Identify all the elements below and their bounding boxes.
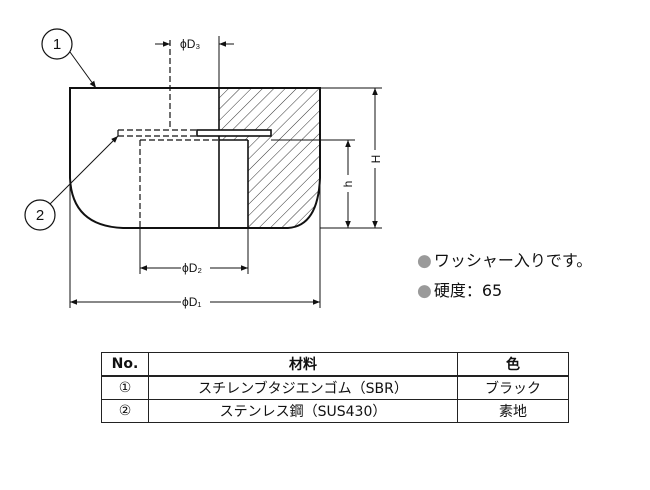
bullet-icon: ● — [417, 281, 432, 301]
technical-drawing: ϕD₃ ϕD₂ ϕD₁ H h 1 2 — [24, 28, 383, 309]
note-text: 硬度：65 — [433, 281, 503, 300]
dim-d2-label: ϕD₂ — [182, 261, 202, 275]
dim-h-inner-label: h — [341, 181, 355, 188]
cell-material: ステンレス鋼（SUS430） — [148, 399, 458, 423]
bullet-icon: ● — [417, 251, 432, 271]
notes: ● ワッシャー入りです。 ● 硬度：65 — [417, 246, 592, 306]
header-no: No. — [101, 352, 149, 377]
dim-d3 — [155, 36, 234, 88]
cell-material: スチレンブタジエンゴム（SBR） — [148, 375, 458, 400]
hidden-lines — [117, 40, 219, 228]
svg-text:1: 1 — [53, 36, 61, 53]
dim-d3-label: ϕD₃ — [180, 37, 200, 51]
section-hatch — [219, 88, 320, 228]
material-table: No. 材料 色 ① スチレンブタジエンゴム（SBR） ブラック ② ステンレス… — [101, 352, 569, 423]
callout-1: 1 — [41, 28, 97, 89]
note-washer: ● ワッシャー入りです。 — [417, 246, 592, 276]
header-color: 色 — [457, 352, 569, 377]
table-row: ② ステンレス鋼（SUS430） 素地 — [101, 399, 569, 423]
note-hardness: ● 硬度：65 — [417, 276, 592, 306]
callout-2: 2 — [24, 135, 119, 231]
cell-color: ブラック — [457, 375, 569, 400]
dim-d1-label: ϕD₁ — [182, 295, 201, 309]
dim-d1 — [69, 178, 321, 308]
body-outline — [69, 87, 321, 229]
washer-section — [196, 129, 272, 137]
note-text: ワッシャー入りです。 — [433, 251, 593, 270]
header-material: 材料 — [148, 352, 458, 377]
cell-no: ② — [101, 399, 149, 423]
svg-text:2: 2 — [36, 207, 44, 224]
dim-h-total — [320, 87, 382, 229]
cell-color: 素地 — [457, 399, 569, 423]
table-row: ① スチレンブタジエンゴム（SBR） ブラック — [101, 375, 569, 400]
dim-h-total-label: H — [369, 155, 383, 164]
table-header-row: No. 材料 色 — [101, 352, 569, 377]
cell-no: ① — [101, 375, 149, 400]
dim-d2 — [139, 228, 249, 274]
dim-h-inner — [271, 139, 355, 228]
